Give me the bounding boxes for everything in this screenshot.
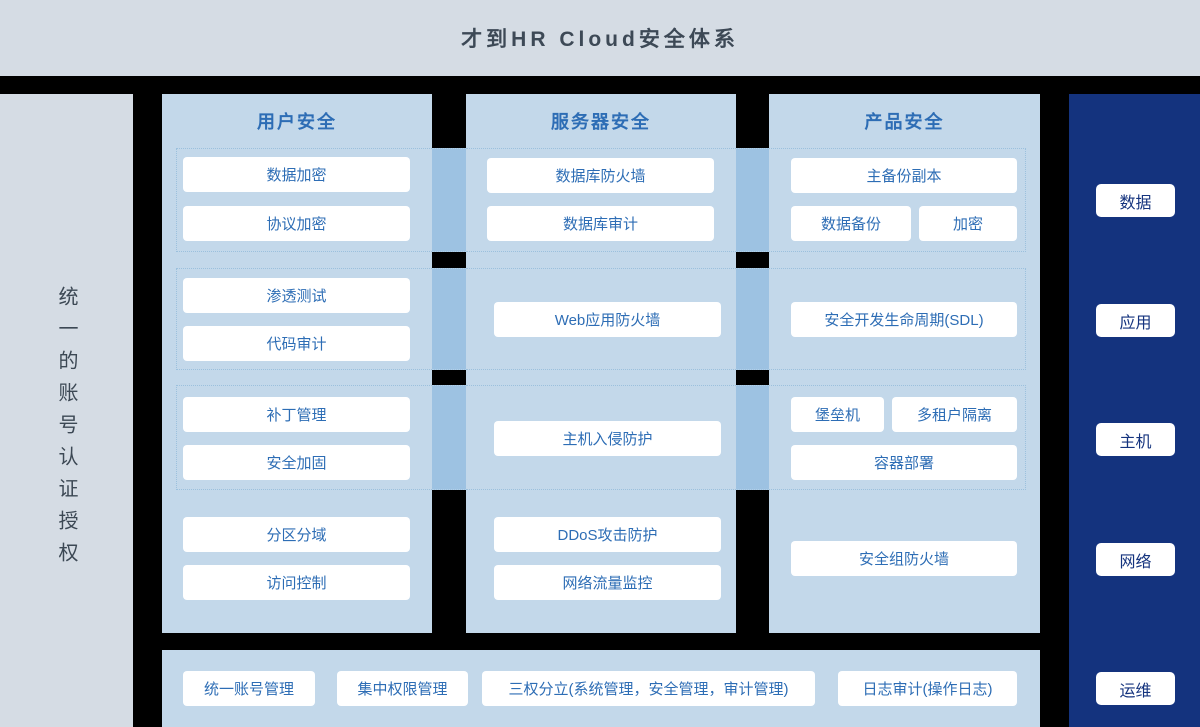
node-log-audit: 日志审计(操作日志) bbox=[838, 671, 1017, 706]
connector-band bbox=[736, 385, 769, 490]
group-product-host bbox=[769, 385, 1026, 490]
group-user-host bbox=[176, 385, 432, 490]
layer-data: 数据 bbox=[1096, 184, 1175, 217]
node-traffic-monitoring: 网络流量监控 bbox=[494, 565, 721, 600]
group-product-app bbox=[769, 268, 1026, 370]
node-partition-zoning: 分区分域 bbox=[183, 517, 410, 552]
node-primary-backup-replica: 主备份副本 bbox=[791, 158, 1017, 193]
node-protocol-encryption: 协议加密 bbox=[183, 206, 410, 241]
group-user-app bbox=[176, 268, 432, 370]
layer-network: 网络 bbox=[1096, 543, 1175, 576]
group-product-data bbox=[769, 148, 1026, 252]
layer-operations: 运维 bbox=[1096, 672, 1175, 705]
node-security-hardening: 安全加固 bbox=[183, 445, 410, 480]
group-server-app bbox=[466, 268, 736, 370]
node-code-audit: 代码审计 bbox=[183, 326, 410, 361]
node-unified-account-management: 统一账号管理 bbox=[183, 671, 315, 706]
layer-rail: 数据 应用 主机 网络 运维 bbox=[1069, 94, 1200, 727]
node-access-control: 访问控制 bbox=[183, 565, 410, 600]
unified-auth-rail: 统一的账号认证授权 bbox=[0, 94, 133, 727]
node-multi-tenant-isolation: 多租户隔离 bbox=[892, 397, 1017, 432]
page-title: 才到HR Cloud安全体系 bbox=[461, 28, 739, 51]
group-user-data bbox=[176, 148, 432, 252]
node-db-firewall: 数据库防火墙 bbox=[487, 158, 714, 193]
node-data-backup: 数据备份 bbox=[791, 206, 911, 241]
node-sdl: 安全开发生命周期(SDL) bbox=[791, 302, 1017, 337]
connector-band bbox=[736, 148, 769, 252]
column-title-user-security: 用户安全 bbox=[257, 112, 337, 132]
node-bastion-host: 堡垒机 bbox=[791, 397, 884, 432]
column-server-security: 服务器安全 数据库防火墙 数据库审计 Web应用防火墙 主机入侵防护 DDoS攻… bbox=[466, 94, 736, 633]
node-centralized-permission-management: 集中权限管理 bbox=[337, 671, 468, 706]
group-server-data bbox=[466, 148, 736, 252]
column-product-security: 产品安全 主备份副本 数据备份 加密 安全开发生命周期(SDL) 堡垒机 多租户… bbox=[769, 94, 1040, 633]
unified-auth-label: 统一的账号认证授权 bbox=[55, 286, 77, 574]
layer-application: 应用 bbox=[1096, 304, 1175, 337]
layer-host: 主机 bbox=[1096, 423, 1175, 456]
node-security-group-firewall: 安全组防火墙 bbox=[791, 541, 1017, 576]
column-title-product-security: 产品安全 bbox=[864, 112, 945, 132]
node-separation-of-powers: 三权分立(系统管理，安全管理，审计管理) bbox=[482, 671, 815, 706]
header-bar: 才到HR Cloud安全体系 bbox=[0, 0, 1200, 76]
node-penetration-test: 渗透测试 bbox=[183, 278, 410, 313]
node-db-audit: 数据库审计 bbox=[487, 206, 714, 241]
connector-band bbox=[432, 148, 466, 252]
node-patch-management: 补丁管理 bbox=[183, 397, 410, 432]
node-ddos-protection: DDoS攻击防护 bbox=[494, 517, 721, 552]
connector-band bbox=[736, 268, 769, 370]
management-bar: 统一账号管理 集中权限管理 三权分立(系统管理，安全管理，审计管理) 日志审计(… bbox=[162, 650, 1040, 727]
node-host-intrusion-protection: 主机入侵防护 bbox=[494, 421, 721, 456]
connector-band bbox=[432, 385, 466, 490]
column-title-server-security: 服务器安全 bbox=[551, 112, 651, 132]
connector-band bbox=[432, 268, 466, 370]
group-server-host bbox=[466, 385, 736, 490]
node-data-encryption: 数据加密 bbox=[183, 157, 410, 192]
column-user-security: 用户安全 数据加密 协议加密 渗透测试 代码审计 补丁管理 安全加固 分区分域 … bbox=[162, 94, 432, 633]
node-web-app-firewall: Web应用防火墙 bbox=[494, 302, 721, 337]
node-backup-encryption: 加密 bbox=[919, 206, 1017, 241]
node-container-deployment: 容器部署 bbox=[791, 445, 1017, 480]
